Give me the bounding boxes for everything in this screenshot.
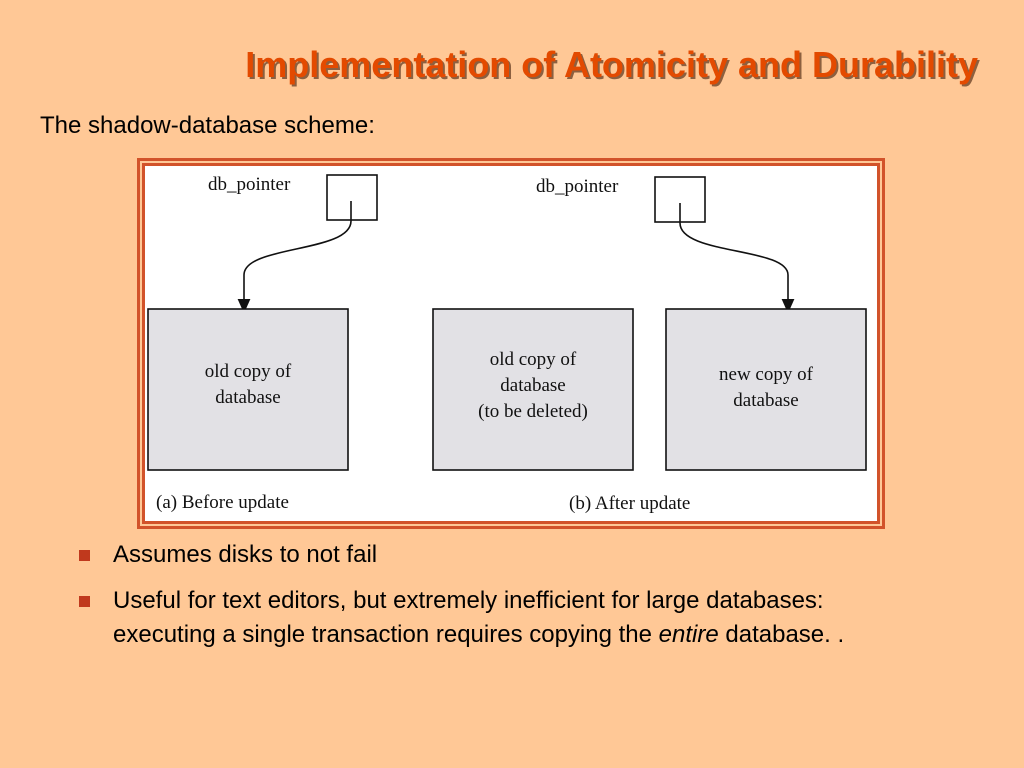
old-copy-label-before-line2: database <box>215 387 280 408</box>
pointer-arrow-before <box>237 201 352 314</box>
square-bullet-icon <box>79 596 90 607</box>
bullet-text-tail: database. . <box>718 621 845 648</box>
new-copy-label-line2: database <box>733 390 798 411</box>
caption-before-update: (a) Before update <box>156 492 289 513</box>
db-pointer-box-before <box>326 174 378 221</box>
old-copy-label-after-line3: (to be deleted) <box>478 401 588 422</box>
old-copy-label-after-line1: old copy of <box>490 349 577 370</box>
square-bullet-icon <box>79 550 90 561</box>
slide-subtitle: The shadow-database scheme: <box>40 112 375 139</box>
bullet-list: Assumes disks to not fail Useful for tex… <box>76 538 876 664</box>
bullet-emphasis: entire <box>658 621 719 648</box>
db-pointer-label-after: db_pointer <box>536 176 619 197</box>
old-copy-label-before-line1: old copy of <box>205 361 292 382</box>
db-pointer-label-before: db_pointer <box>208 174 291 195</box>
caption-after-update: (b) After update <box>569 493 690 514</box>
old-copy-label-after-line2: database <box>500 375 565 396</box>
shadow-database-figure: db_pointer old copy of database (a) Befo… <box>136 157 886 530</box>
old-copy-box-to-be-deleted <box>432 308 634 471</box>
bullet-text: Assumes disks to not fail <box>113 541 378 568</box>
slide-title: Implementation of Atomicity and Durabili… <box>245 44 978 85</box>
bullet-text: Useful for text editors, but extremely i… <box>113 587 824 648</box>
bullet-item-text-editors: Useful for text editors, but extremely i… <box>76 584 876 652</box>
old-copy-box-before <box>147 308 349 471</box>
pointer-arrow-after <box>679 203 795 314</box>
bullet-item-disks: Assumes disks to not fail <box>76 538 876 572</box>
new-copy-label-line1: new copy of <box>719 364 814 385</box>
new-copy-box <box>665 308 867 471</box>
